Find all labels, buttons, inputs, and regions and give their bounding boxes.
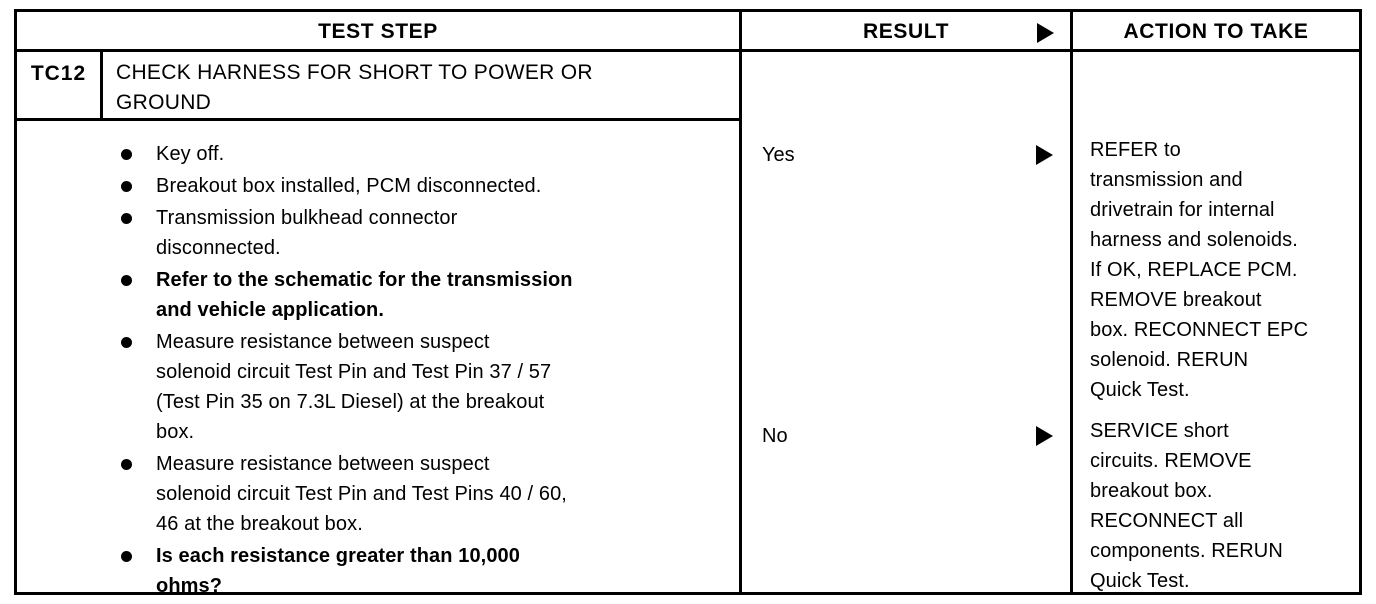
right-triangle-icon [1036, 426, 1053, 446]
result-branch-no: No [742, 421, 1070, 451]
column-divider-action [1070, 52, 1073, 592]
list-item: Transmission bulkhead connector disconne… [121, 203, 729, 263]
list-item-text: Measure resistance between suspect solen… [156, 331, 552, 443]
result-branch-yes: Yes [742, 140, 1070, 170]
list-item-text: Breakout box installed, PCM disconnected… [156, 175, 542, 197]
list-item-text: Transmission bulkhead connector disconne… [156, 207, 458, 259]
bullet-dot-icon [121, 213, 132, 224]
table-header-row: TEST STEP RESULT ACTION TO TAKE [17, 12, 1359, 52]
bullet-dot-icon [121, 459, 132, 470]
list-item: Breakout box installed, PCM disconnected… [121, 171, 729, 201]
column-header-test-step: TEST STEP [318, 20, 438, 43]
column-divider-result [739, 52, 742, 592]
test-step-title: CHECK HARNESS FOR SHORT TO POWER OR GROU… [116, 61, 593, 114]
action-text-yes: REFER to transmission and drivetrain for… [1090, 139, 1309, 401]
list-item-text: Is each resistance greater than 10,000 o… [156, 545, 521, 597]
diagnostic-test-table: TEST STEP RESULT ACTION TO TAKE TC12 CHE… [14, 9, 1362, 597]
list-item: Key off. [121, 139, 729, 169]
result-label: Yes [762, 144, 795, 166]
list-item-text: Refer to the schematic for the transmiss… [156, 269, 573, 321]
list-item-text: Measure resistance between suspect solen… [156, 453, 567, 535]
test-step-bullet-list: Key off. Breakout box installed, PCM dis… [121, 139, 729, 601]
right-triangle-icon [1037, 23, 1054, 43]
bullet-dot-icon [121, 149, 132, 160]
list-item: Is each resistance greater than 10,000 o… [121, 541, 729, 601]
column-header-result: RESULT [739, 12, 1070, 52]
test-step-id: TC12 [17, 52, 103, 121]
list-item: Measure resistance between suspect solen… [121, 327, 729, 447]
list-item: Refer to the schematic for the transmiss… [121, 265, 729, 325]
bullet-dot-icon [121, 181, 132, 192]
action-text-no: SERVICE short circuits. REMOVE breakout … [1090, 420, 1283, 592]
result-label: No [762, 425, 788, 447]
bullet-dot-icon [121, 337, 132, 348]
bullet-dot-icon [121, 551, 132, 562]
list-item: Measure resistance between suspect solen… [121, 449, 729, 539]
test-step-body: Key off. Breakout box installed, PCM dis… [17, 121, 739, 597]
list-item-text: Key off. [156, 143, 225, 165]
column-header-action-to-take: ACTION TO TAKE [1070, 12, 1359, 52]
test-step-title-row: TC12 CHECK HARNESS FOR SHORT TO POWER OR… [17, 52, 739, 121]
bullet-dot-icon [121, 275, 132, 286]
right-triangle-icon [1036, 145, 1053, 165]
